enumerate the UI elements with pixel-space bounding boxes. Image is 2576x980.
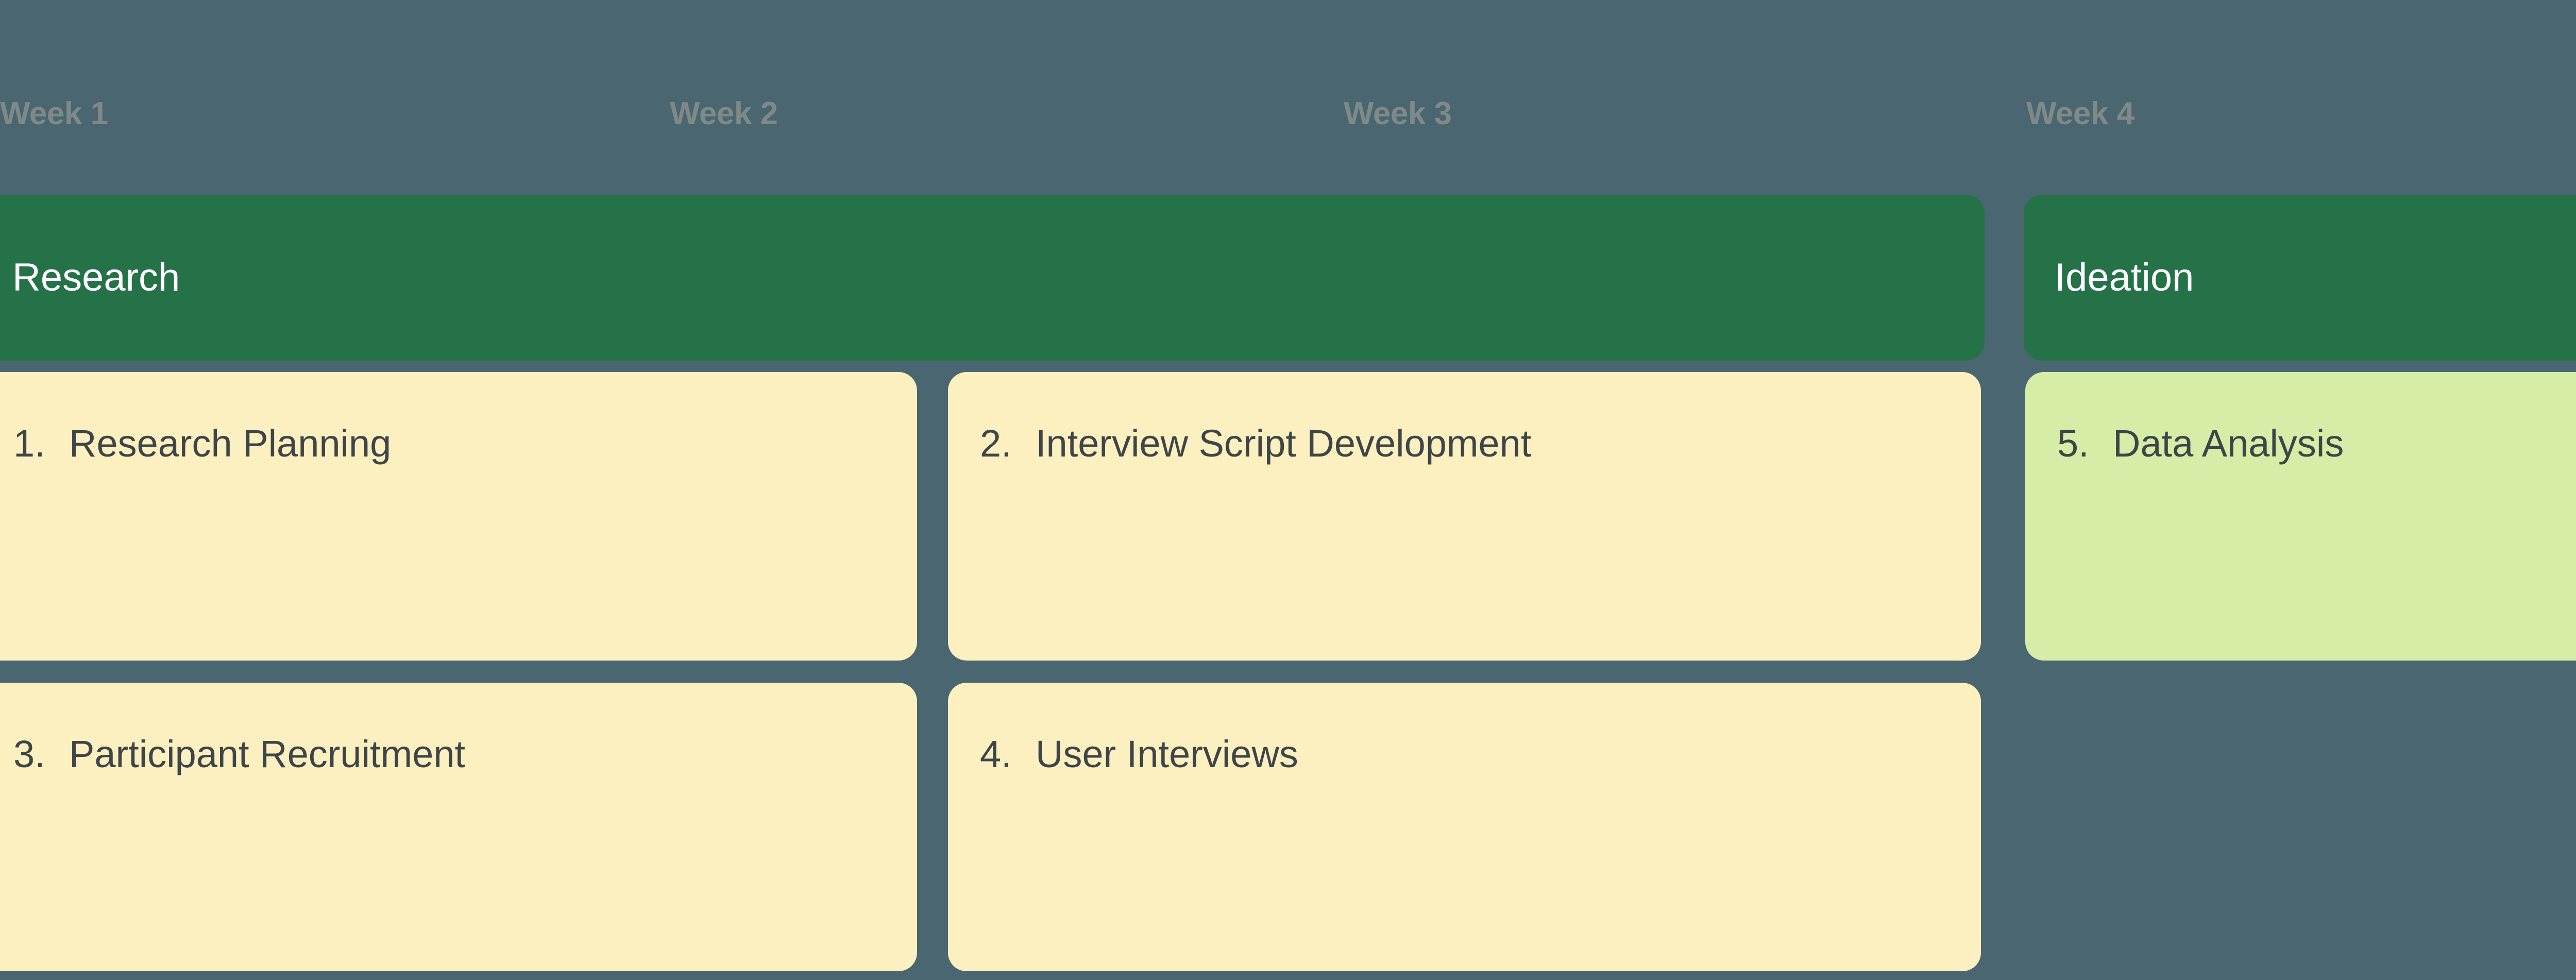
task-card[interactable]: 4. User Interviews bbox=[948, 683, 1981, 971]
phase-bar-row: ResearchIdeationDesign bbox=[0, 195, 2576, 361]
task-title: Participant Recruitment bbox=[69, 733, 466, 775]
phase-label: Ideation bbox=[2055, 256, 2194, 299]
week-label-2: Week 2 bbox=[670, 96, 778, 131]
task-number: 2. bbox=[980, 422, 1012, 465]
task-card[interactable]: 1. Research Planning bbox=[0, 372, 917, 661]
task-number: 1. bbox=[13, 422, 45, 465]
task-number: 4. bbox=[980, 733, 1012, 775]
week-label-1: Week 1 bbox=[0, 96, 108, 131]
week-label-4: Week 4 bbox=[2026, 96, 2134, 131]
task-label: 1. Research Planning bbox=[13, 418, 881, 469]
task-title: Data Analysis bbox=[2113, 422, 2344, 465]
phase-bar[interactable]: Ideation bbox=[2024, 195, 2576, 361]
task-card[interactable]: 5. Data Analysis bbox=[2025, 372, 2576, 661]
task-number: 3. bbox=[13, 733, 45, 775]
task-label: 2. Interview Script Development bbox=[980, 418, 1945, 469]
task-title: Interview Script Development bbox=[1036, 422, 1532, 465]
task-number: 5. bbox=[2057, 422, 2089, 465]
task-card[interactable]: 2. Interview Script Development bbox=[948, 372, 1981, 661]
task-row-1: 1. Research Planning 2. Interview Script De… bbox=[0, 372, 2576, 661]
task-label: 5. Data Analysis bbox=[2057, 418, 2576, 469]
task-card[interactable]: 3. Participant Recruitment bbox=[0, 683, 917, 971]
phase-label: Research bbox=[12, 256, 180, 299]
week-label-3: Week 3 bbox=[1344, 96, 1452, 131]
task-label: 4. User Interviews bbox=[980, 729, 1945, 780]
task-title: Research Planning bbox=[69, 422, 392, 465]
task-row-2: 3. Participant Recruitment 4. User Intervie… bbox=[0, 683, 2576, 971]
task-label: 3. Participant Recruitment bbox=[13, 729, 881, 780]
phase-bar[interactable]: Research bbox=[0, 195, 1985, 361]
task-title: User Interviews bbox=[1036, 733, 1298, 775]
